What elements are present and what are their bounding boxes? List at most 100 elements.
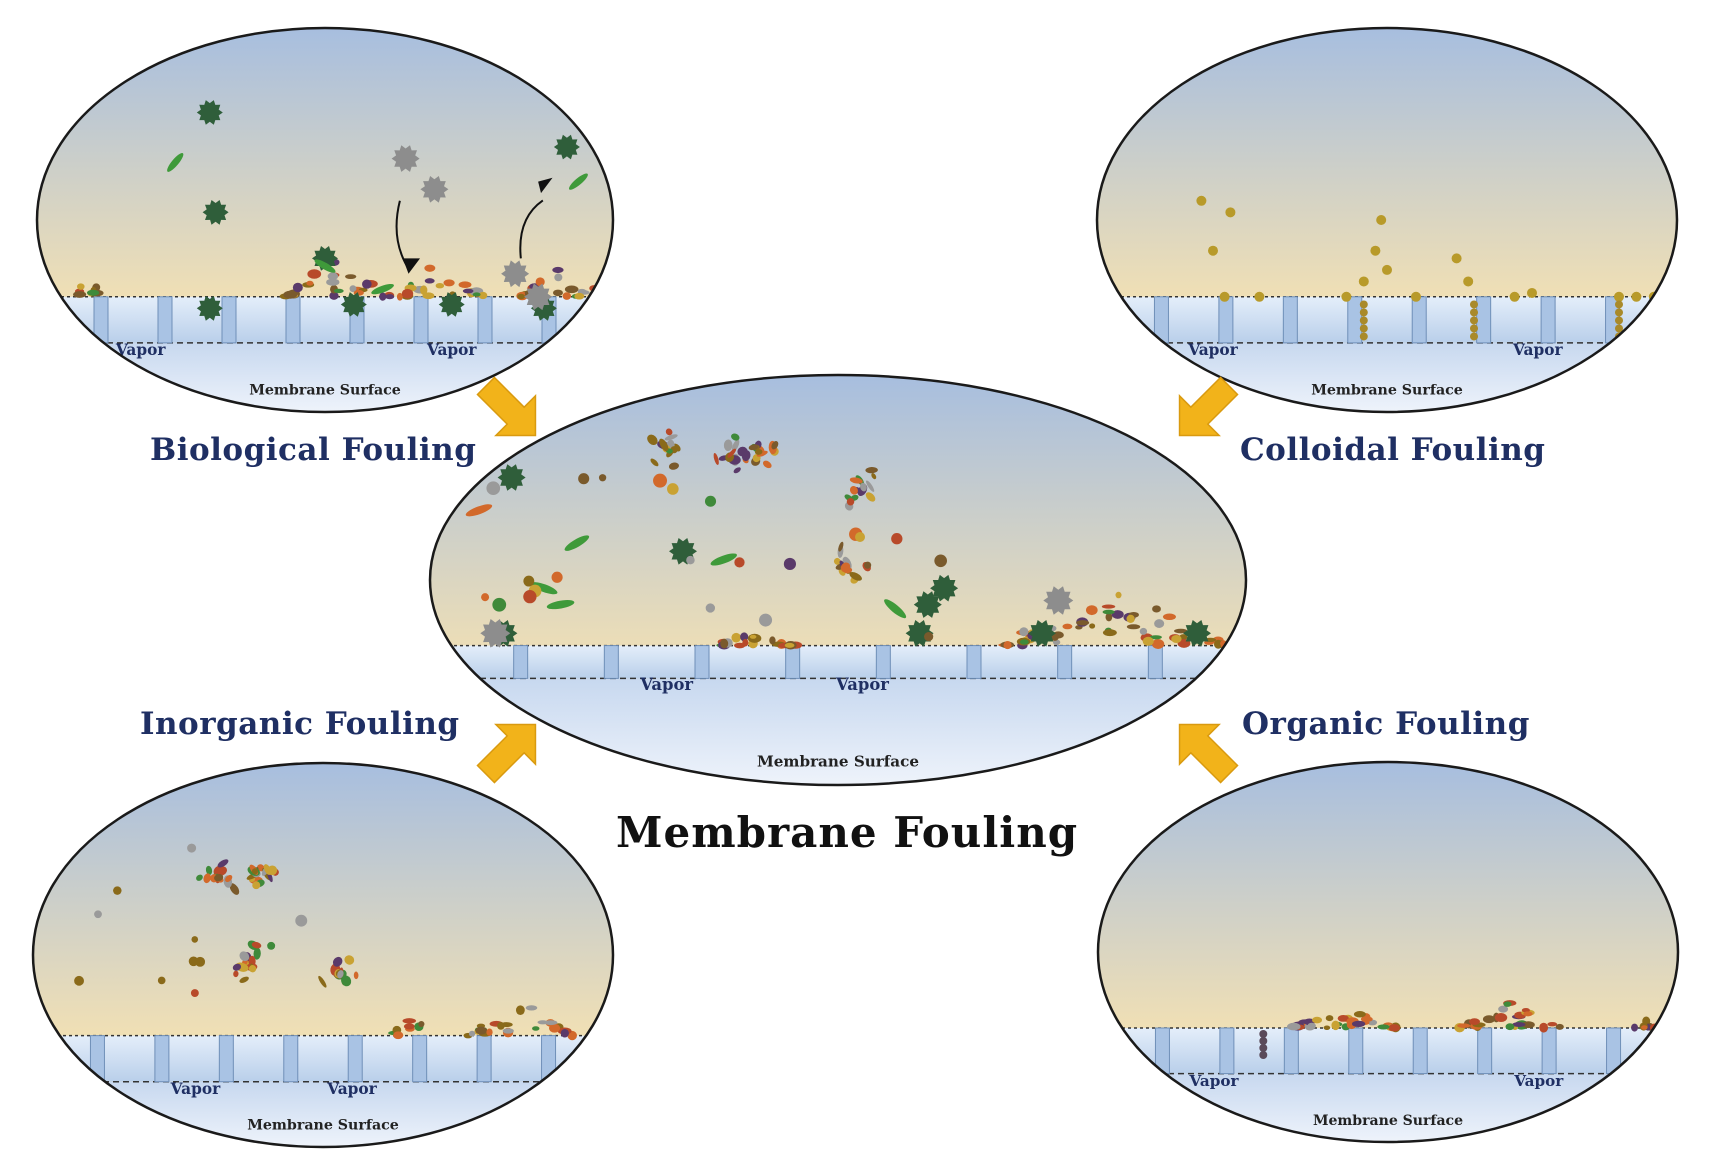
bacteria-icon [465, 504, 493, 517]
colloid-particle [1527, 287, 1537, 298]
vapor-label: Vapor [639, 675, 693, 694]
foulant-particle [686, 555, 695, 565]
microorganism-icon [1043, 586, 1074, 615]
vapor-label: Vapor [1512, 341, 1563, 359]
membrane-pore [283, 1035, 299, 1083]
biofilm-deposit [73, 283, 104, 298]
membrane-pore [413, 296, 429, 344]
colloid-particle [1370, 245, 1381, 256]
membrane-surface-label: Membrane Surface [757, 753, 919, 771]
microorganism-icon [524, 283, 553, 311]
membrane-layer [430, 645, 1246, 679]
inorganic-crystal-cluster [844, 467, 878, 511]
biofilm-deposit [396, 264, 488, 301]
vapor-label: Vapor [835, 675, 889, 694]
membrane-pore [785, 645, 801, 679]
mineral-particle [157, 976, 166, 985]
foulant-particle [523, 575, 535, 587]
membrane-pore [1348, 1027, 1364, 1075]
colloid-particle [1614, 291, 1624, 302]
bacteria-icon [314, 259, 336, 273]
colloid-particle [1341, 291, 1352, 302]
mineral-particle [251, 868, 258, 875]
membrane-pore [513, 645, 529, 679]
membrane-pore [603, 645, 619, 679]
mineral-particle [295, 914, 308, 927]
microorganism-icon [497, 464, 526, 491]
colloid-particle [1196, 195, 1207, 206]
foulant-particle [481, 593, 490, 602]
microorganism-icon [913, 591, 942, 618]
panel-border [1095, 26, 1679, 414]
microorganism-icon [1028, 620, 1056, 647]
pore-clog-particle [1359, 308, 1368, 317]
membrane-pore [1218, 296, 1234, 344]
membrane-surface-label: Membrane Surface [247, 1118, 399, 1134]
organic-fouling-label: Organic Fouling [1242, 706, 1530, 742]
inorganic-crystal-cluster [318, 955, 359, 988]
vapor-label: Vapor [1187, 341, 1238, 359]
colloid-particle [1208, 245, 1218, 256]
membrane-pore [218, 1035, 234, 1083]
foulant-particle [759, 613, 773, 627]
colloidal-fouling-label: Colloidal Fouling [1240, 432, 1546, 468]
vapor-label: Vapor [115, 341, 166, 359]
pore-clog-particle [1470, 300, 1478, 309]
colloid-particle [1376, 215, 1387, 225]
pore-clog-particle [1359, 316, 1368, 325]
vapor-label: Vapor [1189, 1072, 1240, 1090]
membrane-pore [221, 296, 237, 344]
pore-clog-particle [1615, 324, 1623, 333]
foulant-particle [864, 561, 872, 569]
vapor-label: Vapor [326, 1080, 377, 1098]
microorganism-icon [438, 292, 465, 317]
foulant-particle [734, 557, 745, 568]
foulant-particle [492, 597, 507, 612]
panel-border [428, 373, 1248, 787]
foulant-particle [667, 483, 679, 495]
membrane-layer [1098, 1028, 1678, 1074]
membrane-pore [477, 296, 493, 344]
microorganism-icon [202, 200, 229, 225]
mineral-particle [191, 936, 199, 943]
detachment-arrow [519, 199, 544, 259]
pore-clog-particle [1470, 308, 1478, 317]
bacteria-icon [710, 553, 737, 566]
arrow-organic-to-center [1178, 723, 1239, 784]
organic-layer [1287, 1011, 1401, 1033]
vapor-label: Vapor [170, 1080, 221, 1098]
bacteria-icon [371, 283, 394, 295]
inorganic-crystal-cluster [748, 440, 779, 469]
inorganic-crystal-cluster [833, 541, 871, 584]
mineral-particle [267, 865, 278, 876]
colloid-particle [1219, 291, 1230, 302]
pore-clog-particle [1615, 316, 1623, 325]
membrane-pore [157, 296, 173, 344]
panel-border [1096, 760, 1680, 1144]
foulant-particle [653, 473, 668, 488]
scale-deposit [463, 1005, 577, 1041]
arrow-biological-to-center [476, 376, 537, 437]
membrane-surface-label: Membrane Surface [249, 383, 401, 399]
mineral-particle [248, 965, 257, 973]
pore-clog-particle [1359, 300, 1368, 309]
pore-clog-particle [1470, 316, 1478, 325]
mixed-foulant-deposit [998, 591, 1227, 650]
mineral-particle [74, 975, 84, 986]
foulant-particle [846, 498, 855, 506]
colloid-particle [1254, 291, 1265, 302]
colloid-particle [1631, 291, 1642, 302]
membrane-pore [1540, 296, 1556, 344]
mineral-particle [267, 941, 276, 950]
colloid-particle [1411, 291, 1421, 302]
membrane-surface-label: Membrane Surface [1313, 1113, 1463, 1129]
membrane-surface-label: Membrane Surface [1311, 383, 1463, 399]
foulant-particle [551, 571, 563, 583]
mineral-particle [187, 843, 197, 853]
foulant-particle [891, 533, 903, 545]
